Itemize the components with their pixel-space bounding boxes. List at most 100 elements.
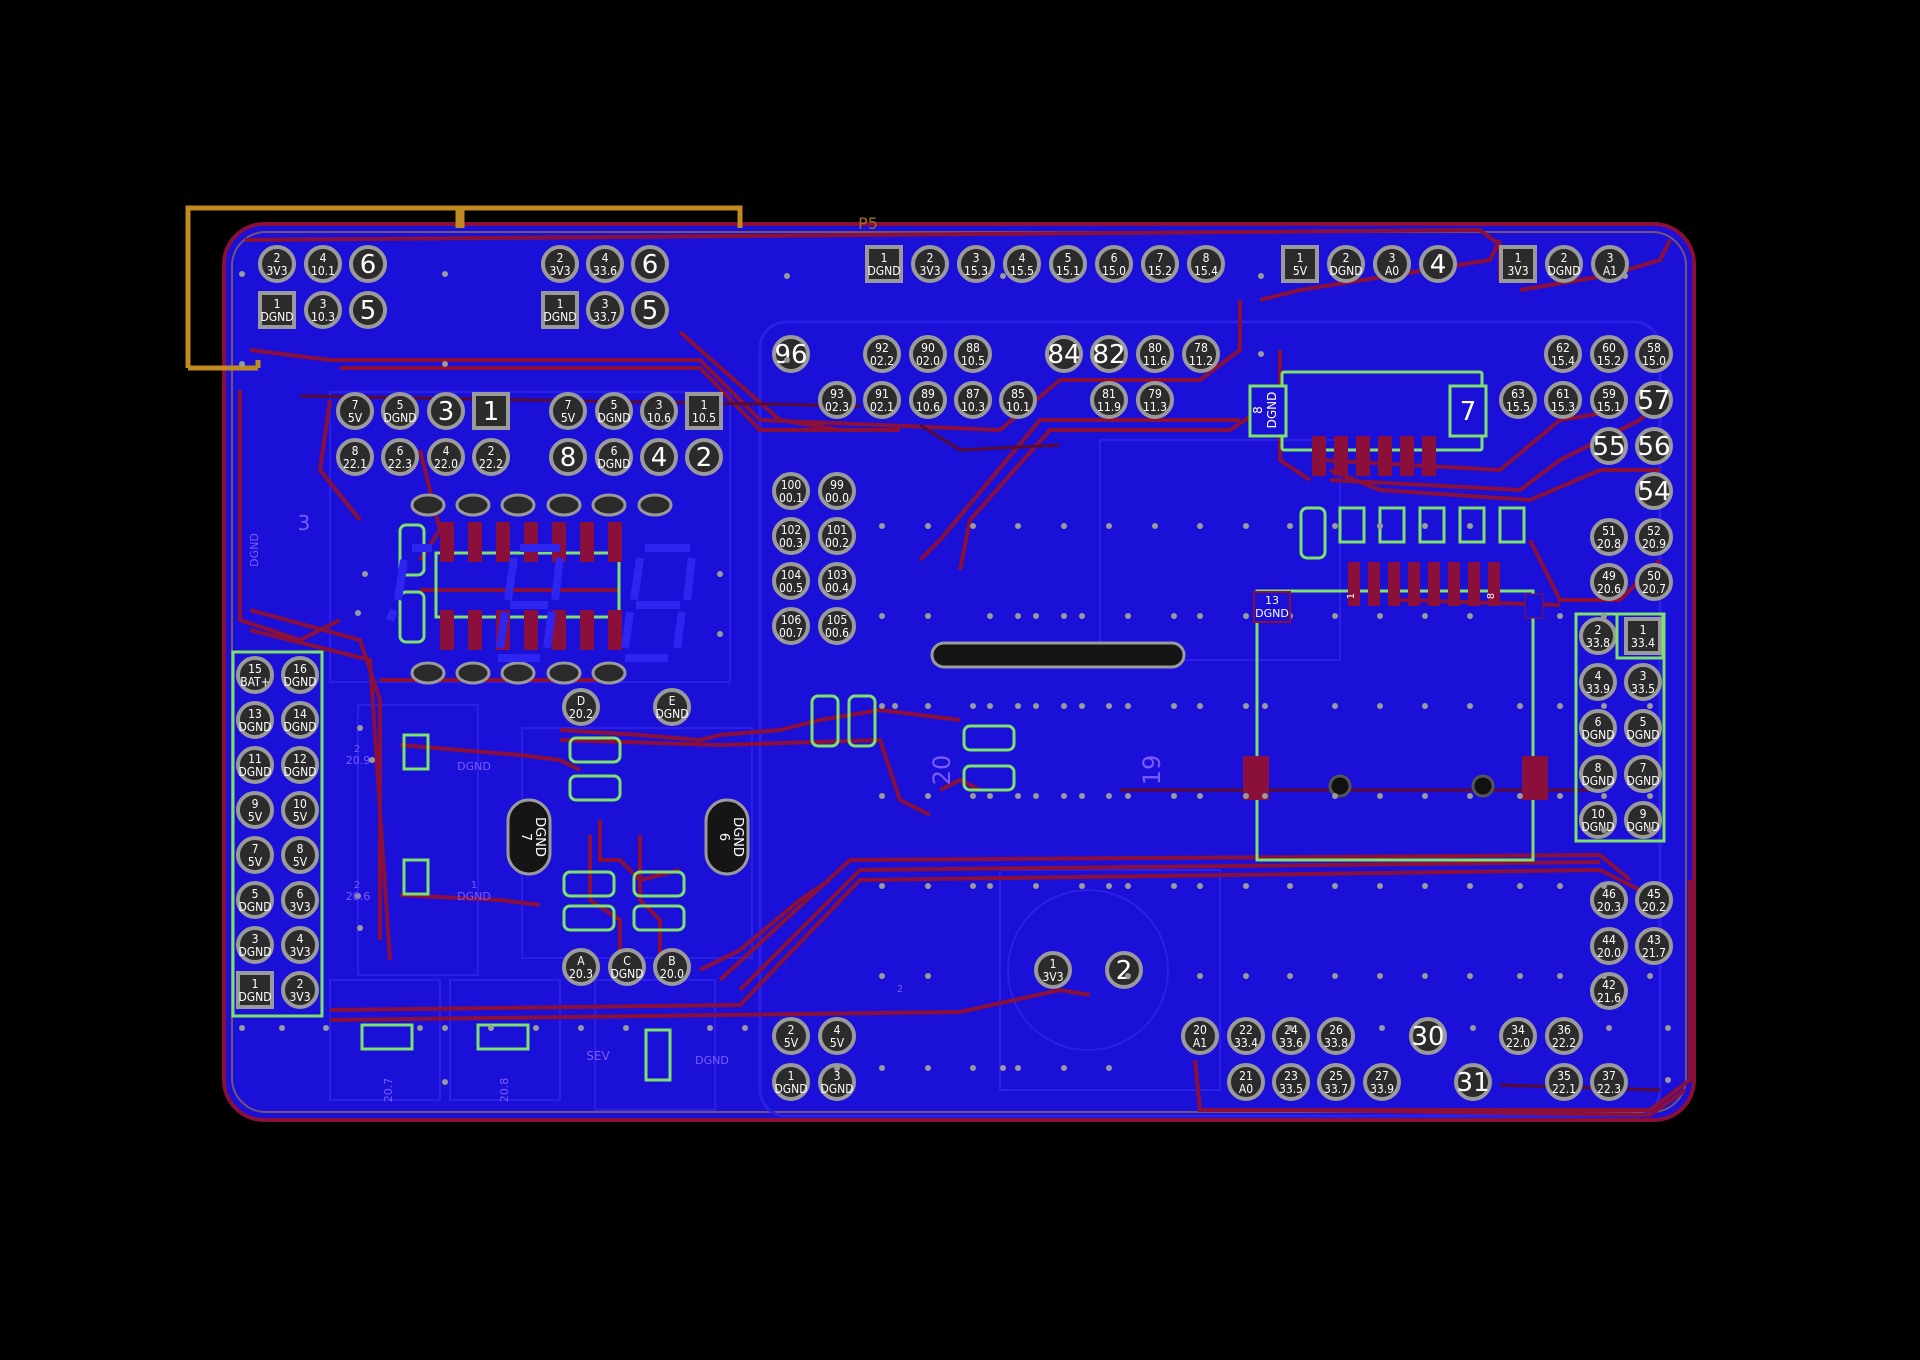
pad-j_left8a-0[interactable]: 75V	[336, 392, 374, 430]
pad-p5-2[interactable]: 315.3	[957, 245, 995, 283]
pad-j_left8b-3[interactable]: 110.5	[685, 392, 723, 430]
pad-j_side-9[interactable]: 85V	[281, 836, 319, 874]
pad-j_right10-3[interactable]: 333.5	[1624, 663, 1662, 701]
pad-u_bottom-2[interactable]: 2433.6	[1272, 1017, 1310, 1055]
pad-j_side-6[interactable]: 95V	[236, 791, 274, 829]
pad-u_bottom-11[interactable]: 31	[1454, 1063, 1492, 1101]
pad-p_top_mid-0[interactable]: 15V	[1281, 245, 1319, 283]
pad-u_mid_top-5[interactable]: 82	[1090, 335, 1128, 373]
pad-j2-5[interactable]: 5	[631, 291, 669, 329]
pad-j1-2[interactable]: 6	[349, 245, 387, 283]
pad-u_right_col-8[interactable]: 56	[1635, 427, 1673, 465]
pad-j2-4[interactable]: 333.7	[586, 291, 624, 329]
pad-j_left8b-7[interactable]: 2	[685, 438, 723, 476]
pad-seg_pins-0[interactable]: D20.2	[562, 688, 600, 726]
pad-u_bottom-4[interactable]: 30	[1409, 1017, 1447, 1055]
pad-j1-5[interactable]: 5	[349, 291, 387, 329]
pad-p5-6[interactable]: 715.2	[1141, 245, 1179, 283]
pad-p5-4[interactable]: 515.1	[1049, 245, 1087, 283]
pad-j_right10-0[interactable]: 233.8	[1579, 617, 1617, 655]
pad-j_left8b-0[interactable]: 75V	[549, 392, 587, 430]
pad-j_left8a-4[interactable]: 822.1	[336, 438, 374, 476]
display-pin[interactable]	[591, 661, 627, 685]
pad-j_left8a-6[interactable]: 422.0	[427, 438, 465, 476]
pad-j_left8b-4[interactable]: 8	[549, 438, 587, 476]
pad-u_right_col-6[interactable]: 57	[1635, 381, 1673, 419]
pad-j_right10-2[interactable]: 433.9	[1579, 663, 1617, 701]
pad-j_left8a-7[interactable]: 222.2	[472, 438, 510, 476]
display-pin[interactable]	[410, 661, 446, 685]
pad-seg_pins-2[interactable]: A20.3	[562, 948, 600, 986]
pad-seg_pins-4[interactable]: B20.0	[653, 948, 691, 986]
display-pin[interactable]	[546, 661, 582, 685]
pad-u_mid_top-0[interactable]: 96	[772, 335, 810, 373]
pad-j_left8b-2[interactable]: 310.6	[640, 392, 678, 430]
pad-j_right10-1[interactable]: 133.4	[1624, 617, 1662, 655]
pad-buzzer-1[interactable]: 2	[1105, 951, 1143, 989]
display-pin[interactable]	[455, 661, 491, 685]
